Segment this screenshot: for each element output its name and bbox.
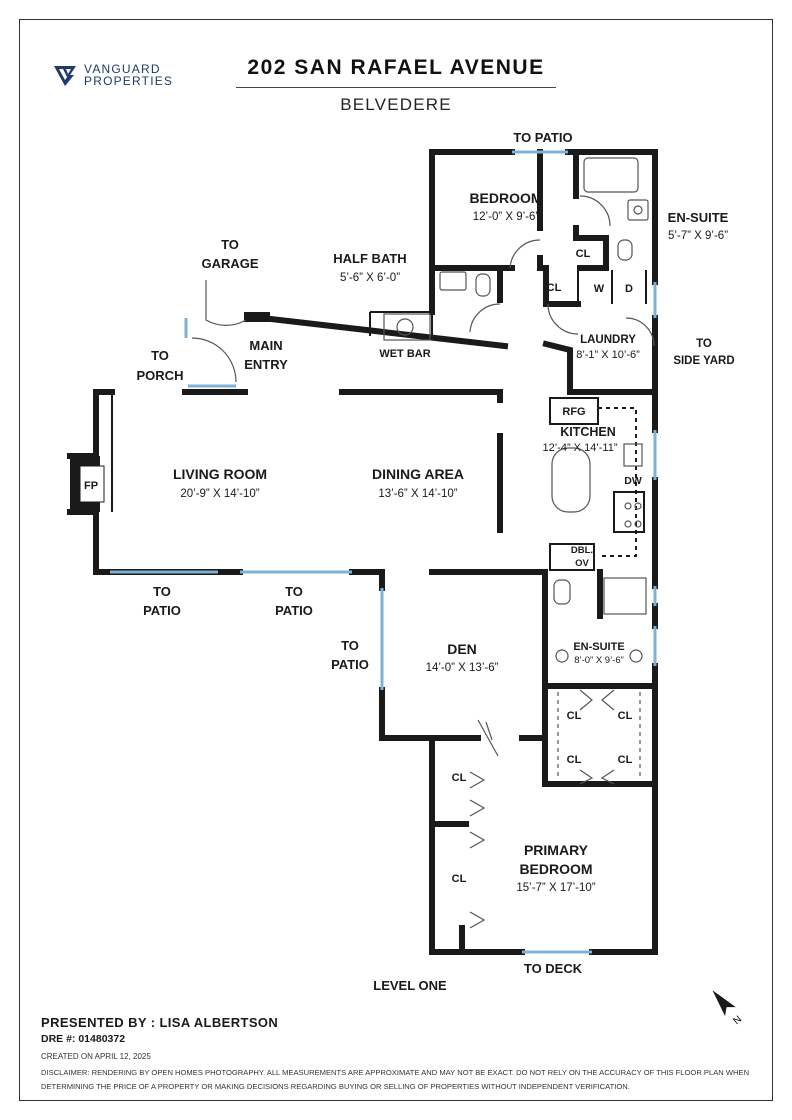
label-entry: ENTRY <box>244 357 288 372</box>
label-living-room: LIVING ROOM <box>173 466 267 482</box>
label-dining-area-dim: 13’-6” X 14’-10” <box>378 488 457 500</box>
label-rfg: RFG <box>562 406 585 418</box>
disclaimer: DISCLAIMER: RENDERING BY OPEN HOMES PHOT… <box>41 1068 750 1091</box>
label-to-garage-1: TO <box>221 237 239 252</box>
label-dining-area: DINING AREA <box>372 466 464 482</box>
label-ensuite-mid-dim: 8’-0” X 9’-6” <box>574 655 624 666</box>
label-primary-dim: 15’-7” X 17’-10” <box>516 882 595 894</box>
label-ov: OV <box>575 558 589 569</box>
toilet-ensuite-mid <box>553 579 571 605</box>
page-title: 202 SAN RAFAEL AVENUE <box>247 56 545 79</box>
label-ensuite-top-dim: 5’-7” X 9’-6” <box>668 230 728 242</box>
label-cl-mid-4: CL <box>618 754 633 766</box>
label-to-patio-den-1: TO <box>341 638 359 653</box>
title-divider <box>236 87 556 88</box>
shower <box>603 577 647 615</box>
label-half-bath: HALF BATH <box>333 251 406 266</box>
label-to-patio-mid-1: TO <box>285 584 303 599</box>
logo-line-1: VANGUARD <box>84 62 161 76</box>
label-bedroom: BEDROOM <box>469 190 542 206</box>
label-primary-bedroom: BEDROOM <box>519 861 592 877</box>
label-laundry: LAUNDRY <box>580 334 636 346</box>
sink-ensuite-top <box>627 199 649 221</box>
label-north: N <box>732 1014 745 1027</box>
toilet-ensuite-top <box>617 239 633 261</box>
label-to-side-yard-1: TO <box>696 338 712 350</box>
presented-by: PRESENTED BY : LISA ALBERTSON <box>41 1015 279 1030</box>
label-main: MAIN <box>249 338 282 353</box>
label-den: DEN <box>447 641 477 657</box>
label-to-patio-mid-2: PATIO <box>275 603 313 618</box>
label-to-patio-left-1: TO <box>153 584 171 599</box>
created-date: CREATED ON APRIL 12, 2025 <box>41 1052 151 1061</box>
label-cl-mid-1: CL <box>567 710 582 722</box>
label-cl-mid-3: CL <box>567 754 582 766</box>
label-cl-top: CL <box>576 248 591 260</box>
logo-line-2: PROPERTIES <box>84 74 174 88</box>
doors <box>191 195 655 929</box>
kitchen-sink <box>623 443 643 467</box>
north-arrow-icon: N <box>712 990 745 1027</box>
label-dbl: DBL. <box>571 545 593 556</box>
label-ensuite-mid: EN-SUITE <box>573 641 624 653</box>
label-to-garage-2: GARAGE <box>201 256 258 271</box>
walls <box>67 149 658 955</box>
bathtub <box>583 157 639 193</box>
page-frame <box>19 19 773 1101</box>
kitchen-island <box>551 447 591 513</box>
sink-half-bath <box>439 271 467 291</box>
label-laundry-dim: 8’-1” X 10’-6” <box>576 349 640 361</box>
label-level: LEVEL ONE <box>373 978 447 993</box>
dre-number: DRE #: 01480372 <box>41 1033 126 1045</box>
label-to-patio-top: TO PATIO <box>513 130 572 145</box>
label-to-patio-left-2: PATIO <box>143 603 181 618</box>
wet-bar-sink <box>396 318 414 336</box>
label-primary: PRIMARY <box>524 842 589 858</box>
label-fireplace: FP <box>84 480 98 492</box>
label-bedroom-dim: 12’-0” X 9’-6” <box>473 211 540 223</box>
label-half-bath-dim: 5’-6” X 6’-0” <box>340 272 400 284</box>
wet-bar-counter <box>383 313 431 341</box>
label-cl-laundry: CL <box>547 282 562 294</box>
label-living-room-dim: 20’-9” X 14’-10” <box>180 488 259 500</box>
toilet-half-bath <box>475 273 491 297</box>
label-to-deck: TO DECK <box>524 961 583 976</box>
vanguard-logo: VANGUARD PROPERTIES <box>52 62 173 88</box>
label-to-porch-2: PORCH <box>137 368 184 383</box>
page-subtitle: BELVEDERE <box>340 95 452 114</box>
label-den-dim: 14’-0” X 13’-6” <box>426 662 499 674</box>
label-washer: W <box>594 283 605 295</box>
windows <box>110 150 657 954</box>
label-cl-primary-1: CL <box>452 772 467 784</box>
label-dryer: D <box>625 283 633 295</box>
sink-ensuite-mid-left <box>555 649 569 663</box>
label-cl-primary-2: CL <box>452 873 467 885</box>
label-kitchen-dim: 12’-4” X 14’-11” <box>543 442 618 454</box>
vanguard-logo-icon <box>54 66 76 86</box>
sink-ensuite-mid-right <box>629 649 643 663</box>
label-cl-mid-2: CL <box>618 710 633 722</box>
label-dishwasher: DW <box>624 475 642 487</box>
label-to-side-yard-2: SIDE YARD <box>673 355 734 367</box>
fixtures <box>383 157 649 780</box>
label-ensuite-top: EN-SUITE <box>668 210 729 225</box>
label-to-patio-den-2: PATIO <box>331 657 369 672</box>
label-to-porch-1: TO <box>151 348 169 363</box>
label-wet-bar: WET BAR <box>379 348 430 360</box>
label-kitchen: KITCHEN <box>560 425 616 439</box>
